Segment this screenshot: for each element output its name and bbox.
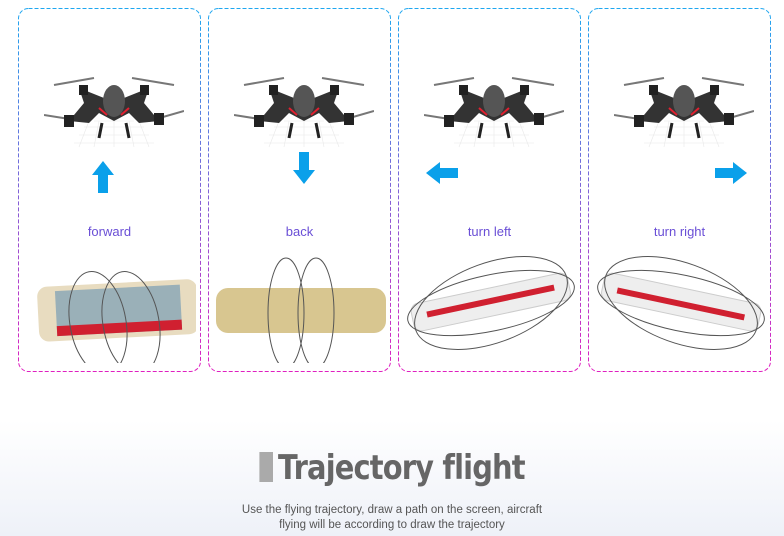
phone-gesture-image xyxy=(407,256,575,350)
card-turn-right: turn right xyxy=(588,8,771,372)
description-line: flying will be according to draw the tra… xyxy=(279,519,505,531)
phone-gesture-image xyxy=(37,271,196,363)
direction-label: back xyxy=(285,224,314,239)
description-line: Use the flying trajectory, draw a path o… xyxy=(241,504,543,516)
direction-label: turn left xyxy=(467,224,512,239)
section-description: Use the flying trajectory, draw a path o… xyxy=(0,503,784,533)
card-border xyxy=(208,8,391,372)
section-title-text: Trajectory flight xyxy=(277,448,526,488)
title-square-icon xyxy=(259,452,273,482)
drone-image xyxy=(234,76,374,149)
card-turn-left: turn left xyxy=(398,8,581,372)
arrow-right-icon xyxy=(715,162,747,184)
card-border xyxy=(18,8,201,372)
drone-image xyxy=(44,76,184,149)
direction-label: forward xyxy=(87,224,132,239)
card-forward: forward xyxy=(18,8,201,372)
card-back: back xyxy=(208,8,391,372)
phone-gesture-image xyxy=(597,256,765,350)
section-title: Trajectory flight xyxy=(59,448,725,488)
card-border xyxy=(398,8,581,372)
drone-image xyxy=(424,76,564,149)
phone-gesture-image xyxy=(216,257,386,363)
arrow-up-icon xyxy=(92,161,114,193)
card-border xyxy=(588,8,771,372)
arrow-left-icon xyxy=(426,162,458,184)
drone-image xyxy=(614,76,754,149)
direction-label: turn right xyxy=(653,224,706,239)
arrow-down-icon xyxy=(293,152,315,184)
